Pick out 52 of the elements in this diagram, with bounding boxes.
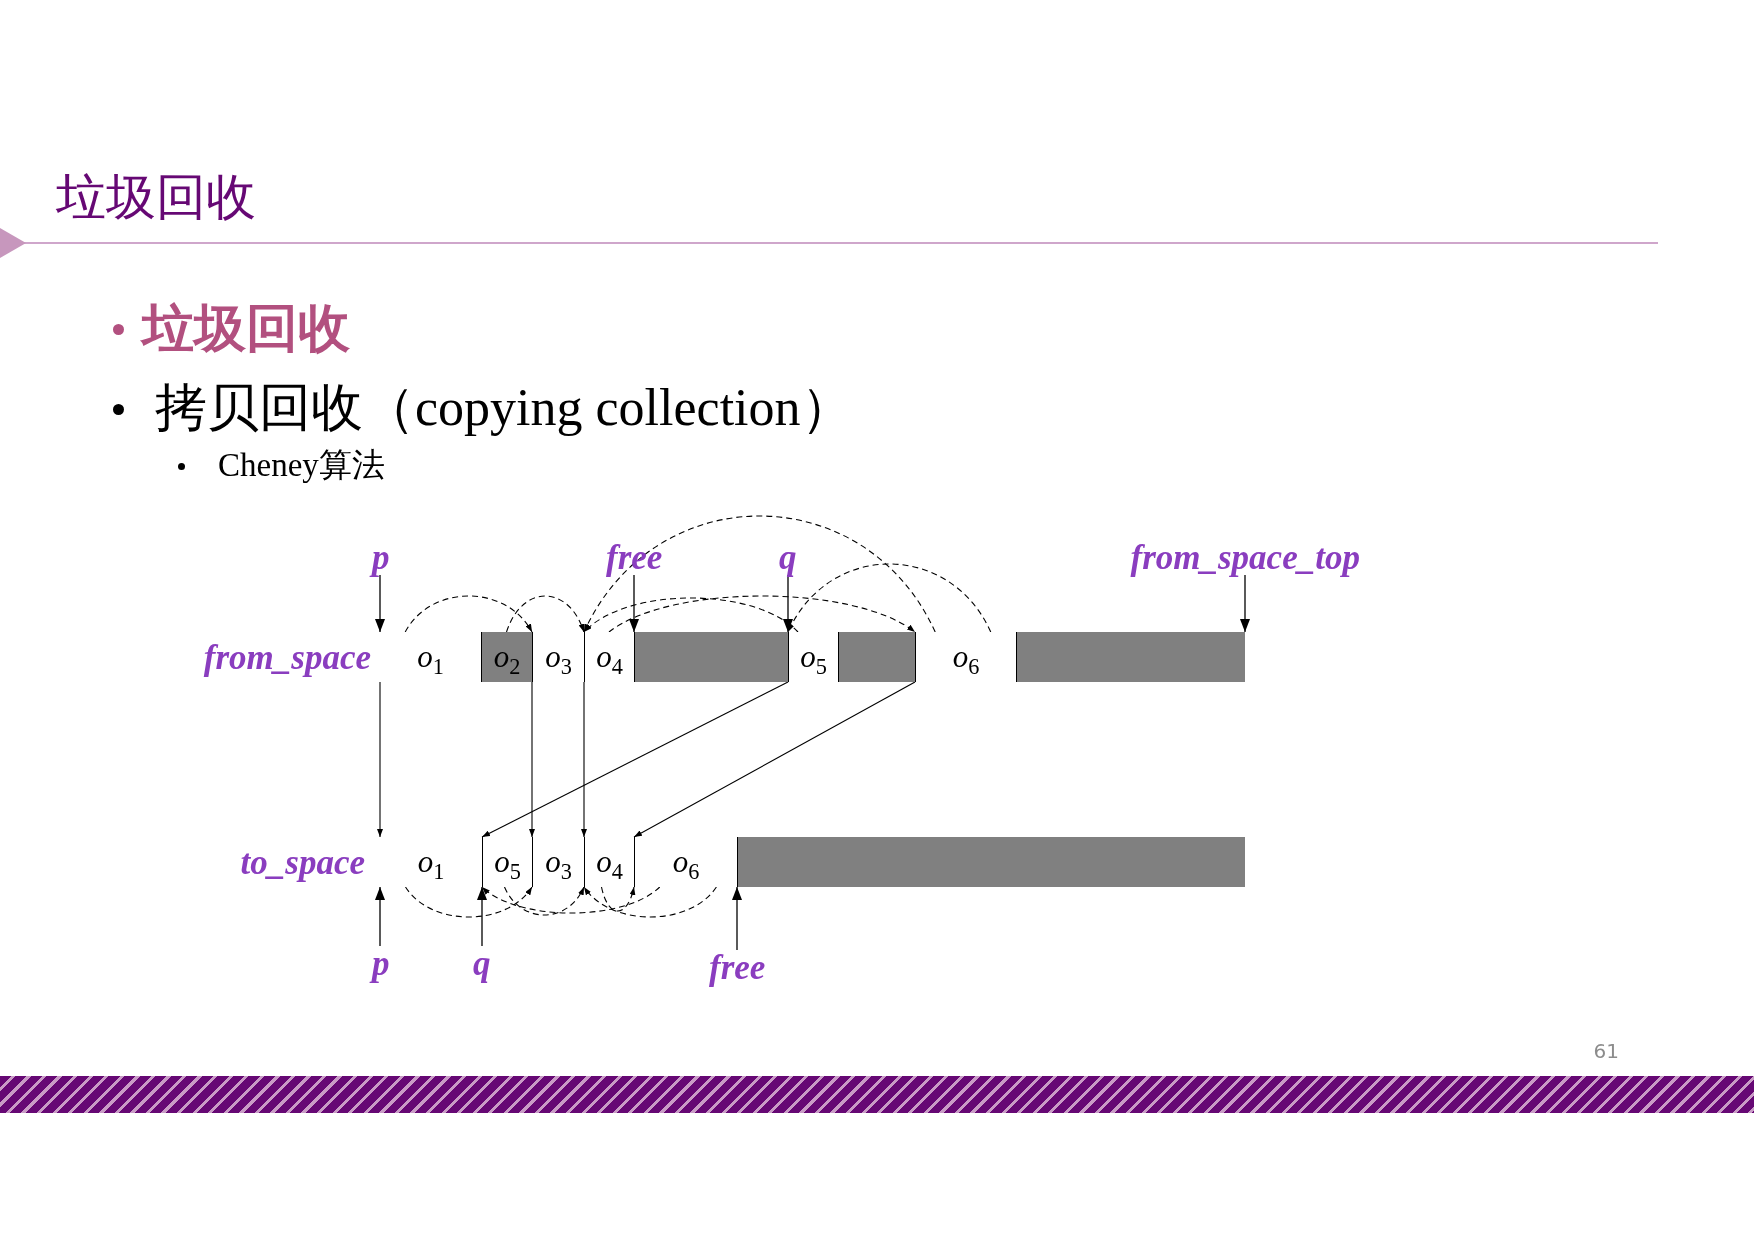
reference-arrow: [600, 886, 635, 912]
object-cell: o$_{1}$: [380, 632, 481, 682]
reference-arrow: [787, 563, 992, 633]
reference-arrow: [583, 886, 717, 918]
pointer-label: free: [603, 540, 666, 575]
pointer-label: from_space_top: [1127, 540, 1363, 575]
pointer-arrow: [732, 886, 742, 951]
forwarding-arrow: [633, 681, 916, 838]
shaded-block: [634, 632, 788, 682]
reference-arrow: [505, 595, 585, 633]
pointer-label: p: [369, 946, 393, 981]
slide-title: 垃圾回收: [56, 172, 256, 222]
pointer-arrow: [629, 574, 639, 633]
object-cell: o$_{2}$: [481, 632, 532, 682]
reference-arrow: [404, 595, 533, 633]
reference-arrow: [583, 515, 936, 633]
sub-bullet-text: Cheney算法: [218, 447, 385, 484]
shaded-block: [838, 632, 915, 682]
object-cell: o$_{5}$: [788, 632, 838, 682]
pointer-arrow: [1240, 574, 1250, 633]
pointer-arrow: [375, 574, 385, 633]
shaded-block: [1016, 632, 1245, 682]
reference-arrow: [481, 886, 661, 914]
object-cell: o$_{4}$: [584, 837, 634, 887]
object-cell: o$_{3}$: [532, 837, 584, 887]
object-cell: o$_{4}$: [584, 632, 634, 682]
forwarding-arrow: [529, 681, 535, 838]
page-number: 61: [1593, 1040, 1619, 1062]
object-cell: o$_{1}$: [380, 837, 482, 887]
pointer-label: q: [470, 946, 494, 981]
shaded-block: [737, 837, 1245, 887]
reference-arrow: [503, 886, 585, 916]
pointer-arrow: [783, 574, 793, 633]
pointer-label: p: [369, 540, 393, 575]
forwarding-arrow: [377, 681, 383, 838]
object-cell: o$_{6}$: [634, 837, 737, 887]
forwarding-arrow: [581, 681, 587, 838]
object-cell: o$_{6}$: [915, 632, 1016, 682]
pointer-label: free: [706, 950, 769, 985]
reference-arrow: [404, 886, 533, 918]
space-label: to_space: [239, 844, 366, 880]
forwarding-arrow: [481, 681, 789, 838]
reference-arrow: [608, 595, 916, 633]
object-cell: o$_{5}$: [482, 837, 532, 887]
pointer-arrow: [477, 886, 487, 947]
space-label: from_space: [202, 639, 372, 675]
reference-arrow: [583, 597, 799, 633]
pointer-arrow: [375, 886, 385, 947]
bullet-text: 拷贝回收（copying collection）: [155, 379, 853, 437]
pointer-label: q: [776, 540, 800, 575]
bullet-heading: 垃圾回收: [142, 300, 350, 358]
object-cell: o$_{3}$: [532, 632, 584, 682]
